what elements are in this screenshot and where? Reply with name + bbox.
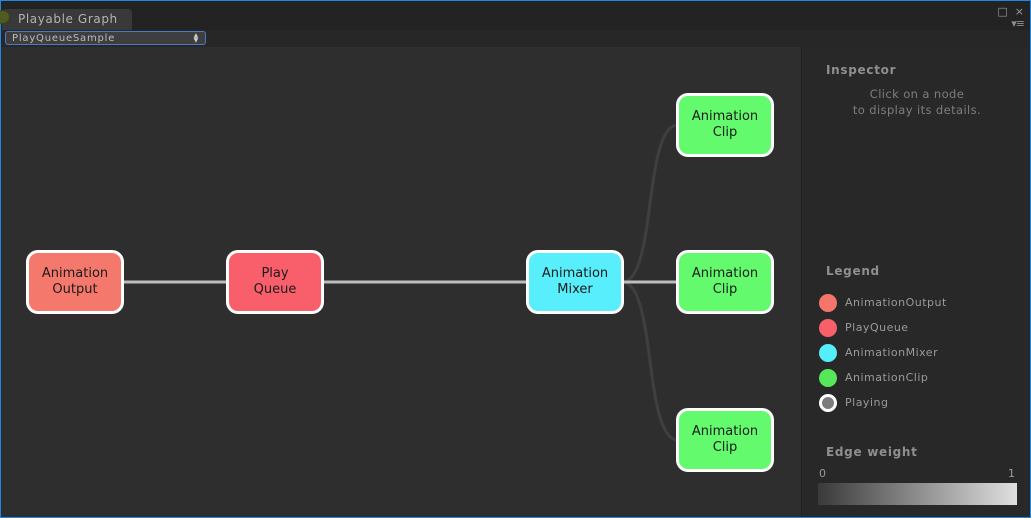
edge-weight-gradient-bar (818, 483, 1017, 506)
graph-selector-dropdown[interactable]: PlayQueueSample ▲ ▼ (5, 31, 206, 45)
edges-layer (124, 123, 679, 442)
edge-mixer-to-clip-bottom[interactable] (621, 280, 679, 442)
animation-clip-color-icon (819, 368, 837, 387)
edge-weight-section: Edge weight 0 1 (818, 445, 1017, 506)
edge-weight-title: Edge weight (826, 445, 918, 460)
animation-output-color-icon (819, 293, 837, 312)
node-animation-clip-bottom[interactable]: Animation Clip (676, 408, 774, 472)
legend-label: AnimationOutput (845, 296, 947, 310)
legend-item-playing: Playing (819, 390, 1016, 415)
inspector-section: Inspector Click on a node to display its… (818, 63, 1016, 118)
legend-label: Playing (845, 396, 889, 410)
dropdown-arrows-icon: ▲ ▼ (193, 32, 199, 44)
inspector-title: Inspector (826, 63, 897, 77)
node-play-queue[interactable]: Play Queue (226, 250, 324, 314)
node-animation-clip-top[interactable]: Animation Clip (676, 93, 774, 157)
legend-label: PlayQueue (845, 321, 909, 335)
node-animation-clip-middle[interactable]: Animation Clip (676, 250, 774, 314)
animation-mixer-color-icon (819, 343, 837, 362)
node-animation-output[interactable]: Animation Output (26, 250, 124, 314)
legend-title: Legend (826, 264, 880, 279)
content-area: Animation Output Play Queue Animation Mi… (1, 47, 1030, 517)
node-animation-mixer[interactable]: Animation Mixer (526, 250, 624, 314)
legend-item-play-queue: PlayQueue (819, 315, 1016, 340)
titlebar: Playable Graph □ × ▾≡ (0, 1, 1030, 30)
inspector-hint: Click on a node to display its details. (852, 87, 982, 117)
tab-playable-graph[interactable]: Playable Graph (0, 9, 132, 30)
playing-color-icon (819, 393, 837, 412)
tab-title: Playable Graph (18, 12, 118, 26)
legend-item-animation-mixer: AnimationMixer (819, 340, 1016, 365)
legend-item-animation-clip: AnimationClip (819, 365, 1016, 390)
window-controls: □ × (997, 6, 1024, 18)
graph-canvas[interactable]: Animation Output Play Queue Animation Mi… (1, 47, 801, 517)
legend-item-animation-output: AnimationOutput (819, 290, 1016, 315)
menu-lines-icon: ≡ (1015, 17, 1025, 30)
edge-mixer-to-clip-top[interactable] (621, 123, 679, 284)
play-queue-color-icon (819, 318, 837, 337)
inspector-panel: Inspector Click on a node to display its… (801, 47, 1030, 517)
edge-weight-max: 1 (1008, 467, 1015, 481)
edge-weight-min: 0 (819, 467, 826, 481)
toolbar: PlayQueueSample ▲ ▼ (1, 30, 1030, 47)
status-dot-icon (0, 10, 10, 24)
close-icon[interactable]: × (1014, 5, 1024, 18)
menu-arrow-icon: ▾ (1011, 17, 1016, 30)
graph-selector-value: PlayQueueSample (12, 32, 116, 44)
legend-label: AnimationClip (845, 371, 929, 385)
legend-section: Legend AnimationOutput PlayQueue Animati… (818, 264, 1016, 415)
maximize-icon[interactable]: □ (997, 5, 1008, 18)
window-menu-icon[interactable]: ▾≡ (1011, 17, 1025, 30)
legend-label: AnimationMixer (845, 346, 939, 360)
